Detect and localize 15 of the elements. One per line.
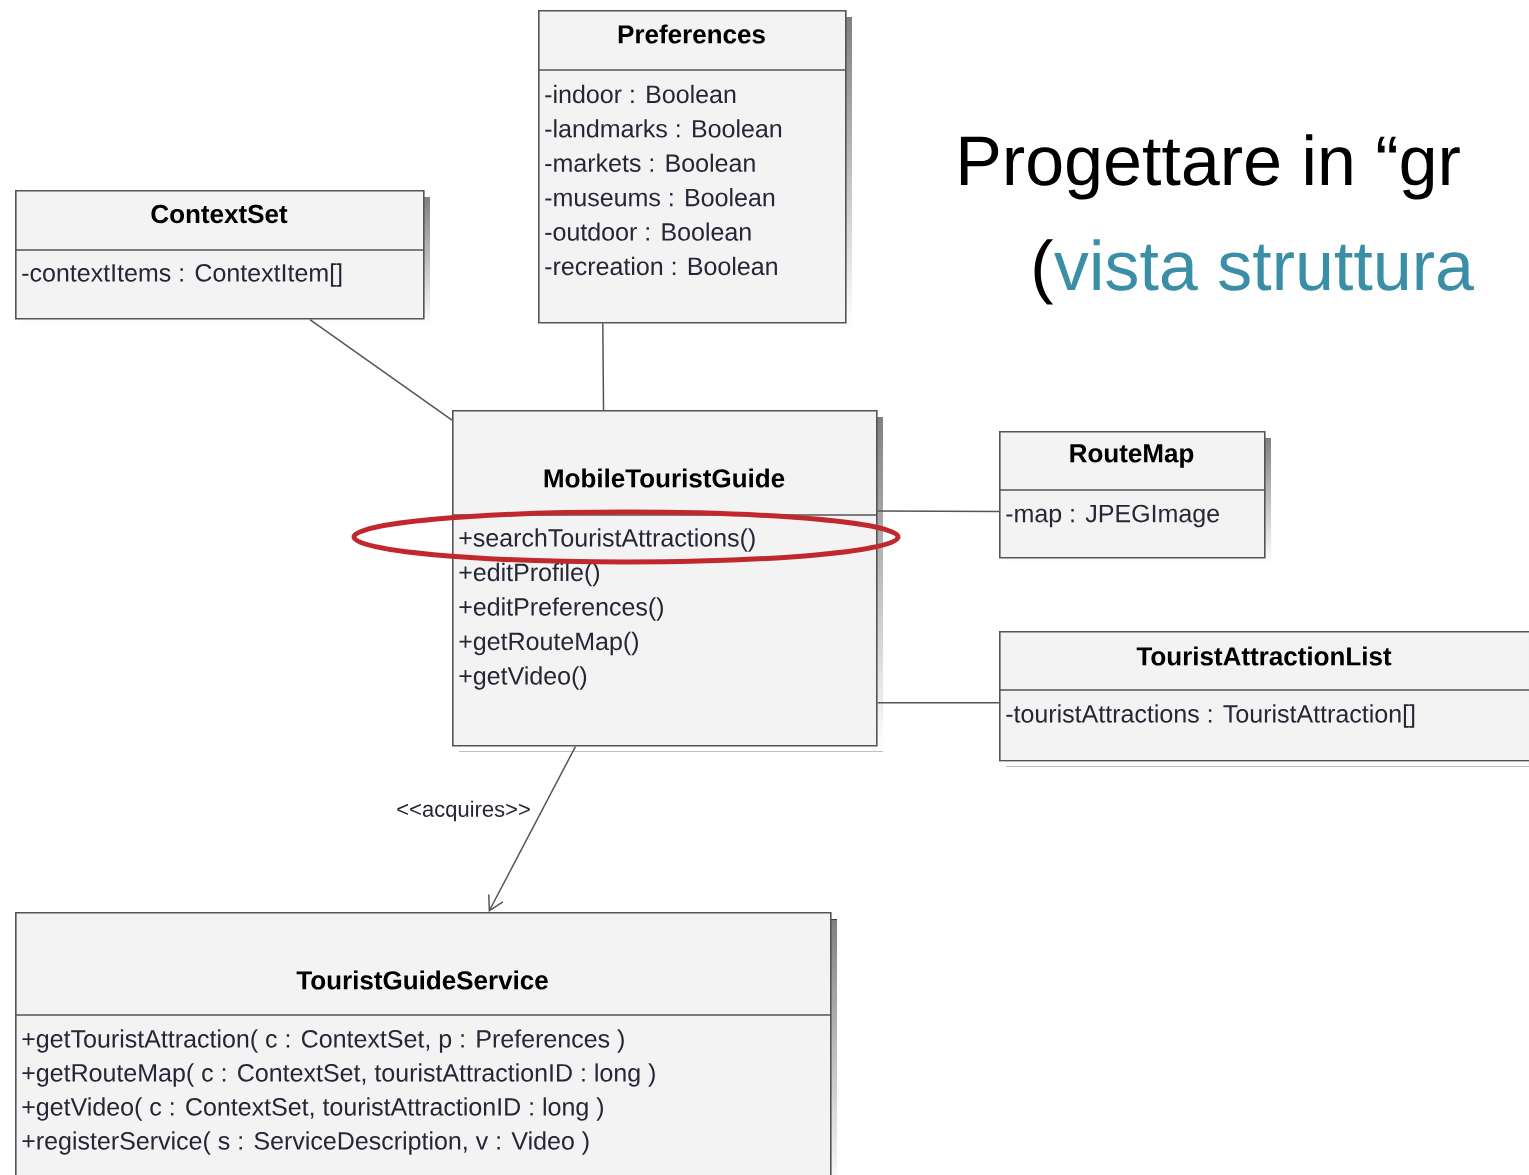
class-box: RouteMap -map : JPEGImage — [998, 431, 1271, 564]
bracket-text: ( — [1034, 239, 1054, 305]
class-box: Preferences -indoor : Boolean -landmarks : Boolean -markets : Boolean -museums : Boolean -outdoor : Boolean -recreation : Boolean — [537, 10, 852, 329]
edge-label: <<acquires>> — [397, 800, 530, 822]
connector — [876, 702, 1000, 704]
connector — [488, 745, 577, 912]
connector — [876, 510, 1000, 513]
connector — [309, 318, 453, 421]
slide-title: Progettare in “gr — [960, 134, 1460, 200]
class-box: TouristGuideService +getTouristAttraction( c : ContextSet, p : Preferences ) +getRouteMap( c : ContextSet, touristAttractionID : long ) +getVideo( c : ContextSet, touristAttractionID : long ) +registerService( s : ServiceDescription, v : Video ) — [14, 912, 837, 1175]
subtitle: vista struttura — [1054, 239, 1474, 291]
connector — [602, 322, 605, 411]
class-box: ContextSet -contextItems : ContextItem[] — [14, 190, 430, 325]
class-box: TouristAttractionList -touristAttractions : TouristAttraction[] — [998, 631, 1529, 767]
class-box: MobileTouristGuide +searchTouristAttractions() +editProfile() +editPreferences() +getRouteMap() +getVideo() — [451, 410, 883, 752]
